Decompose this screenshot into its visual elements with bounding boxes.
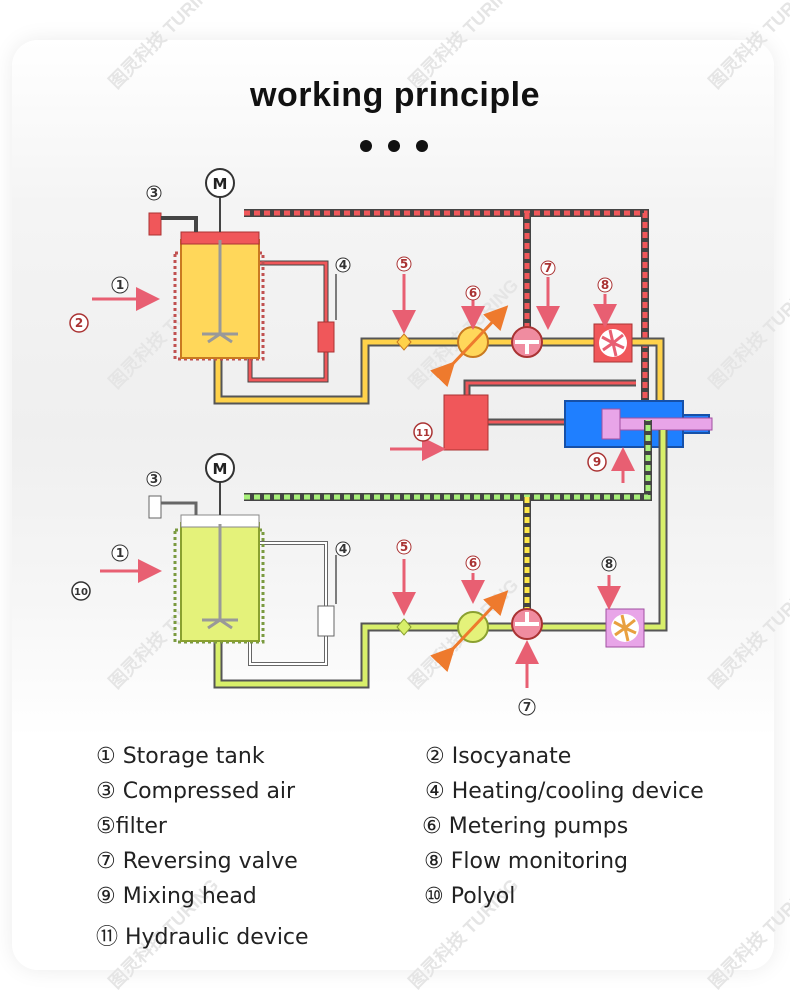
dot <box>360 140 372 152</box>
callout-4-bottom: 4 <box>335 541 351 557</box>
svg-text:7: 7 <box>523 700 531 714</box>
compressed-air-bottom <box>148 495 198 519</box>
return-line-top <box>244 209 649 400</box>
metering-pump-bottom <box>430 590 509 672</box>
callout-5-bottom: 5 <box>396 539 412 555</box>
motor-bottom: M <box>205 453 235 515</box>
svg-text:5: 5 <box>400 540 408 554</box>
legend-item-isocyanate: ② Isocyanate <box>425 744 572 769</box>
callout-1-top: 1 <box>111 276 129 294</box>
dot <box>416 140 428 152</box>
reversing-valve-top <box>511 326 543 358</box>
svg-text:11: 11 <box>416 428 430 439</box>
callout-7-top: 7 <box>540 260 556 276</box>
flow-monitor-bottom <box>605 608 645 648</box>
mixing-head <box>564 400 713 448</box>
svg-text:6: 6 <box>469 556 477 570</box>
dot <box>388 140 400 152</box>
legend-item-filter: ⑤filter <box>96 814 167 839</box>
callout-2: 2 <box>69 313 89 333</box>
heating-loop-top <box>247 260 329 383</box>
legend-item-hydraulic-device: ⑪ Hydraulic device <box>96 925 309 950</box>
hydraulic-device <box>443 379 636 451</box>
svg-text:4: 4 <box>339 258 347 272</box>
callout-8-top: 8 <box>597 277 613 293</box>
svg-text:10: 10 <box>74 587 88 598</box>
svg-text:9: 9 <box>593 455 601 469</box>
svg-text:4: 4 <box>339 542 347 556</box>
title-dots <box>356 140 436 154</box>
heating-loop-bottom <box>248 541 328 666</box>
legend-item-polyol: ⑩ Polyol <box>424 884 516 909</box>
callout-1-bottom: 1 <box>111 544 129 562</box>
reversing-valve-bottom <box>511 608 543 640</box>
svg-text:M: M <box>213 175 228 193</box>
filter-top <box>396 333 412 351</box>
motor-top: M <box>205 168 235 232</box>
callout-4-top: 4 <box>335 257 351 273</box>
callout-3-top: 3 <box>146 185 162 201</box>
legend-item-heating-cooling: ④ Heating/cooling device <box>425 779 704 804</box>
svg-text:M: M <box>213 460 228 478</box>
feed-line-top <box>213 337 665 430</box>
callout-arrows <box>92 274 635 688</box>
legend-item-metering-pumps: ⑥ Metering pumps <box>422 814 629 839</box>
legend-item-reversing-valve: ⑦ Reversing valve <box>96 849 298 874</box>
legend-item-compressed-air: ③ Compressed air <box>96 779 296 804</box>
svg-text:1: 1 <box>116 278 124 292</box>
card-background <box>12 40 774 970</box>
legend-item-storage-tank: ① Storage tank <box>96 744 265 769</box>
heat-exchanger-top <box>317 321 335 353</box>
callout-6-top: 6 <box>465 285 481 301</box>
callout-8-bottom: 8 <box>601 556 617 572</box>
svg-text:1: 1 <box>116 546 124 560</box>
legend-item-mixing-head: ⑨ Mixing head <box>96 884 257 909</box>
svg-text:8: 8 <box>601 278 609 292</box>
svg-text:6: 6 <box>469 286 477 300</box>
svg-text:5: 5 <box>400 257 408 271</box>
compressed-air-top <box>148 212 198 236</box>
callout-7-bottom: 7 <box>518 698 536 716</box>
callout-11: 11 <box>413 422 433 442</box>
storage-tank-top <box>173 231 265 361</box>
flow-monitor-top <box>593 323 633 363</box>
svg-text:7: 7 <box>544 261 552 275</box>
svg-text:2: 2 <box>75 316 83 330</box>
heat-exchanger-bottom <box>317 605 335 637</box>
return-line-bottom <box>244 420 652 612</box>
callout-10: 10 <box>71 581 91 601</box>
page-title: working principle <box>250 76 540 114</box>
svg-text:3: 3 <box>150 472 158 486</box>
svg-text:8: 8 <box>605 557 613 571</box>
storage-tank-bottom <box>173 514 265 644</box>
callout-5-top: 5 <box>396 256 412 272</box>
callout-6-bottom: 6 <box>465 555 481 571</box>
callout-9: 9 <box>587 452 607 472</box>
filter-bottom <box>396 618 412 636</box>
legend-item-flow-monitoring: ⑧ Flow monitoring <box>424 849 629 874</box>
working-principle-diagram: M <box>69 168 713 716</box>
svg-text:3: 3 <box>150 186 158 200</box>
callout-3-bottom: 3 <box>146 471 162 487</box>
feed-line-bottom <box>213 430 668 689</box>
